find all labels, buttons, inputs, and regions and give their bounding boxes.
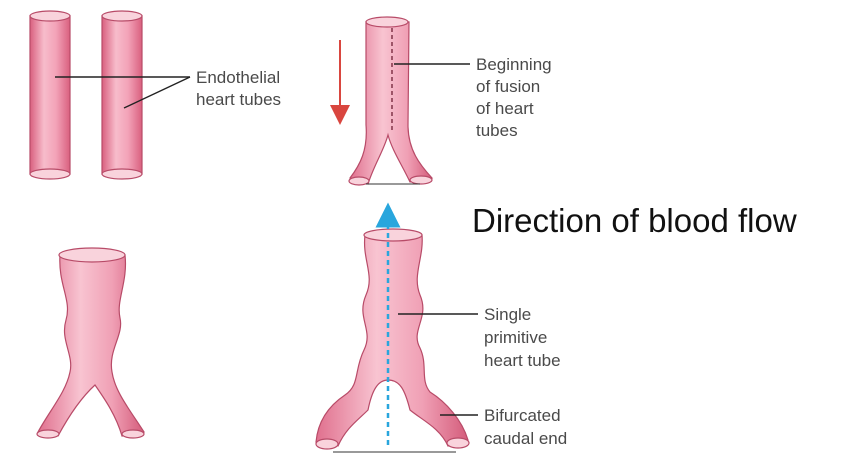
endothelial-tube-right (102, 11, 142, 179)
endothelial-tube-left (30, 11, 70, 179)
single-primitive-heart-tube (316, 229, 469, 452)
fusion-label: Beginning of fusion of heart tubes (476, 55, 556, 140)
fusing-heart-tube (349, 17, 432, 185)
blood-flow-caption: Direction of blood flow (472, 202, 797, 239)
bifurcated-label: Bifurcated caudal end (484, 406, 567, 448)
endothelial-label: Endothelial heart tubes (196, 68, 285, 109)
single-tube-label: Single primitive heart tube (484, 305, 561, 370)
partially-fused-heart-tube (37, 248, 144, 438)
